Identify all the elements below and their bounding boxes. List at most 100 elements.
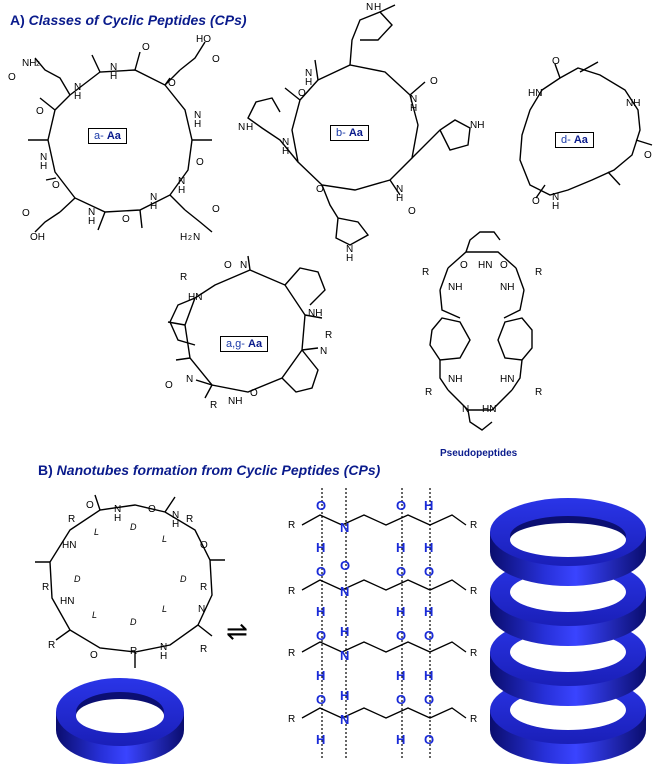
svg-text:H: H [246,122,253,133]
svg-text:H: H [396,193,403,204]
svg-text:O: O [316,692,326,707]
svg-text:D: D [130,522,137,532]
pseudopeptides-caption: Pseudopeptides [440,448,518,459]
svg-text:H: H [316,668,325,683]
svg-text:HN: HN [528,88,542,99]
svg-text:O: O [168,78,176,89]
svg-text:R: R [288,648,295,659]
svg-text:N: N [160,642,167,653]
svg-text:N: N [366,2,373,13]
svg-text:O: O [316,564,326,579]
svg-text:O: O [36,106,44,117]
svg-text:H: H [40,161,47,172]
section-a-title: A) Classes of Cyclic Peptides (CPs) [10,12,247,28]
svg-text:O: O [298,88,306,99]
svg-text:NH: NH [22,58,36,69]
svg-text:N: N [320,346,327,357]
svg-text:H: H [74,91,81,102]
section-b-title-text: Nanotubes formation from Cyclic Peptides… [56,462,381,478]
svg-text:O: O [86,500,94,511]
svg-text:R: R [470,520,477,531]
svg-text:H: H [282,146,289,157]
svg-text:H: H [172,519,179,530]
svg-text:O: O [196,157,204,168]
svg-text:O: O [424,732,434,747]
svg-text:H: H [396,732,405,747]
svg-text:H: H [340,688,349,703]
svg-text:N: N [282,137,289,148]
nanotube-hbond-sheet [301,488,467,760]
svg-text:H: H [110,71,117,82]
svg-text:N: N [198,604,205,615]
class-label-delta-prefix: d- [561,134,571,146]
section-a-prefix: A) [10,12,25,28]
svg-text:R: R [288,714,295,725]
svg-text:NH: NH [626,98,640,109]
svg-text:R: R [130,646,137,657]
svg-text:O: O [430,76,438,87]
svg-text:R: R [470,714,477,725]
svg-text:L: L [162,534,167,544]
svg-text:N: N [238,122,245,133]
svg-text:N: N [396,184,403,195]
svg-text:O: O [532,196,540,207]
svg-text:HN: HN [478,260,492,271]
svg-text:O: O [200,540,208,551]
class-label-beta: b- Aa [330,125,369,141]
class-label-delta-name: Aa [573,134,588,146]
svg-text:N: N [110,62,117,73]
svg-text:N: N [193,232,200,243]
svg-text:HN: HN [62,540,76,551]
svg-text:OH: OH [30,232,45,243]
alpha-cyclic-peptide [28,41,213,233]
svg-text:O: O [212,54,220,65]
svg-text:O: O [165,380,173,391]
svg-text:2: 2 [36,61,40,68]
svg-text:L: L [162,604,167,614]
svg-text:O: O [408,206,416,217]
equilibrium-symbol: ⇌ [226,617,248,647]
svg-text:L: L [92,610,97,620]
svg-text:N: N [194,110,201,121]
svg-text:N: N [462,404,469,415]
svg-text:R: R [48,640,55,651]
svg-text:H: H [150,201,157,212]
svg-text:HN: HN [60,596,74,607]
svg-text:O: O [396,498,406,513]
svg-text:O: O [316,498,326,513]
svg-text:H: H [178,185,185,196]
svg-text:N: N [305,68,312,79]
svg-text:N: N [114,504,121,515]
svg-text:R: R [470,586,477,597]
svg-text:R: R [42,582,49,593]
class-label-alpha-prefix: a- [94,130,104,142]
svg-text:NH: NH [228,396,242,407]
svg-text:H: H [316,540,325,555]
single-nanoring [56,678,184,764]
b-cyclic-peptide [35,494,225,668]
svg-text:NH: NH [470,120,484,131]
svg-text:L: L [94,527,99,537]
svg-text:HN: HN [188,292,202,303]
stacked-nanotube [490,498,646,764]
svg-text:O: O [340,558,350,573]
class-label-beta-name: Aa [348,127,363,139]
svg-text:N: N [40,152,47,163]
svg-text:N: N [186,374,193,385]
svg-text:H: H [410,103,417,114]
svg-text:H: H [424,498,433,513]
svg-text:R: R [180,272,187,283]
svg-text:N: N [346,244,353,255]
svg-text:O: O [396,692,406,707]
svg-text:N: N [74,82,81,93]
svg-text:N: N [340,648,349,663]
class-label-alpha: a- Aa [88,128,127,144]
svg-text:H: H [194,119,201,130]
svg-text:R: R [535,267,542,278]
svg-text:O: O [250,388,258,399]
svg-text:N: N [552,192,559,203]
svg-text:O: O [90,650,98,661]
beta-cyclic-peptide [247,4,471,246]
